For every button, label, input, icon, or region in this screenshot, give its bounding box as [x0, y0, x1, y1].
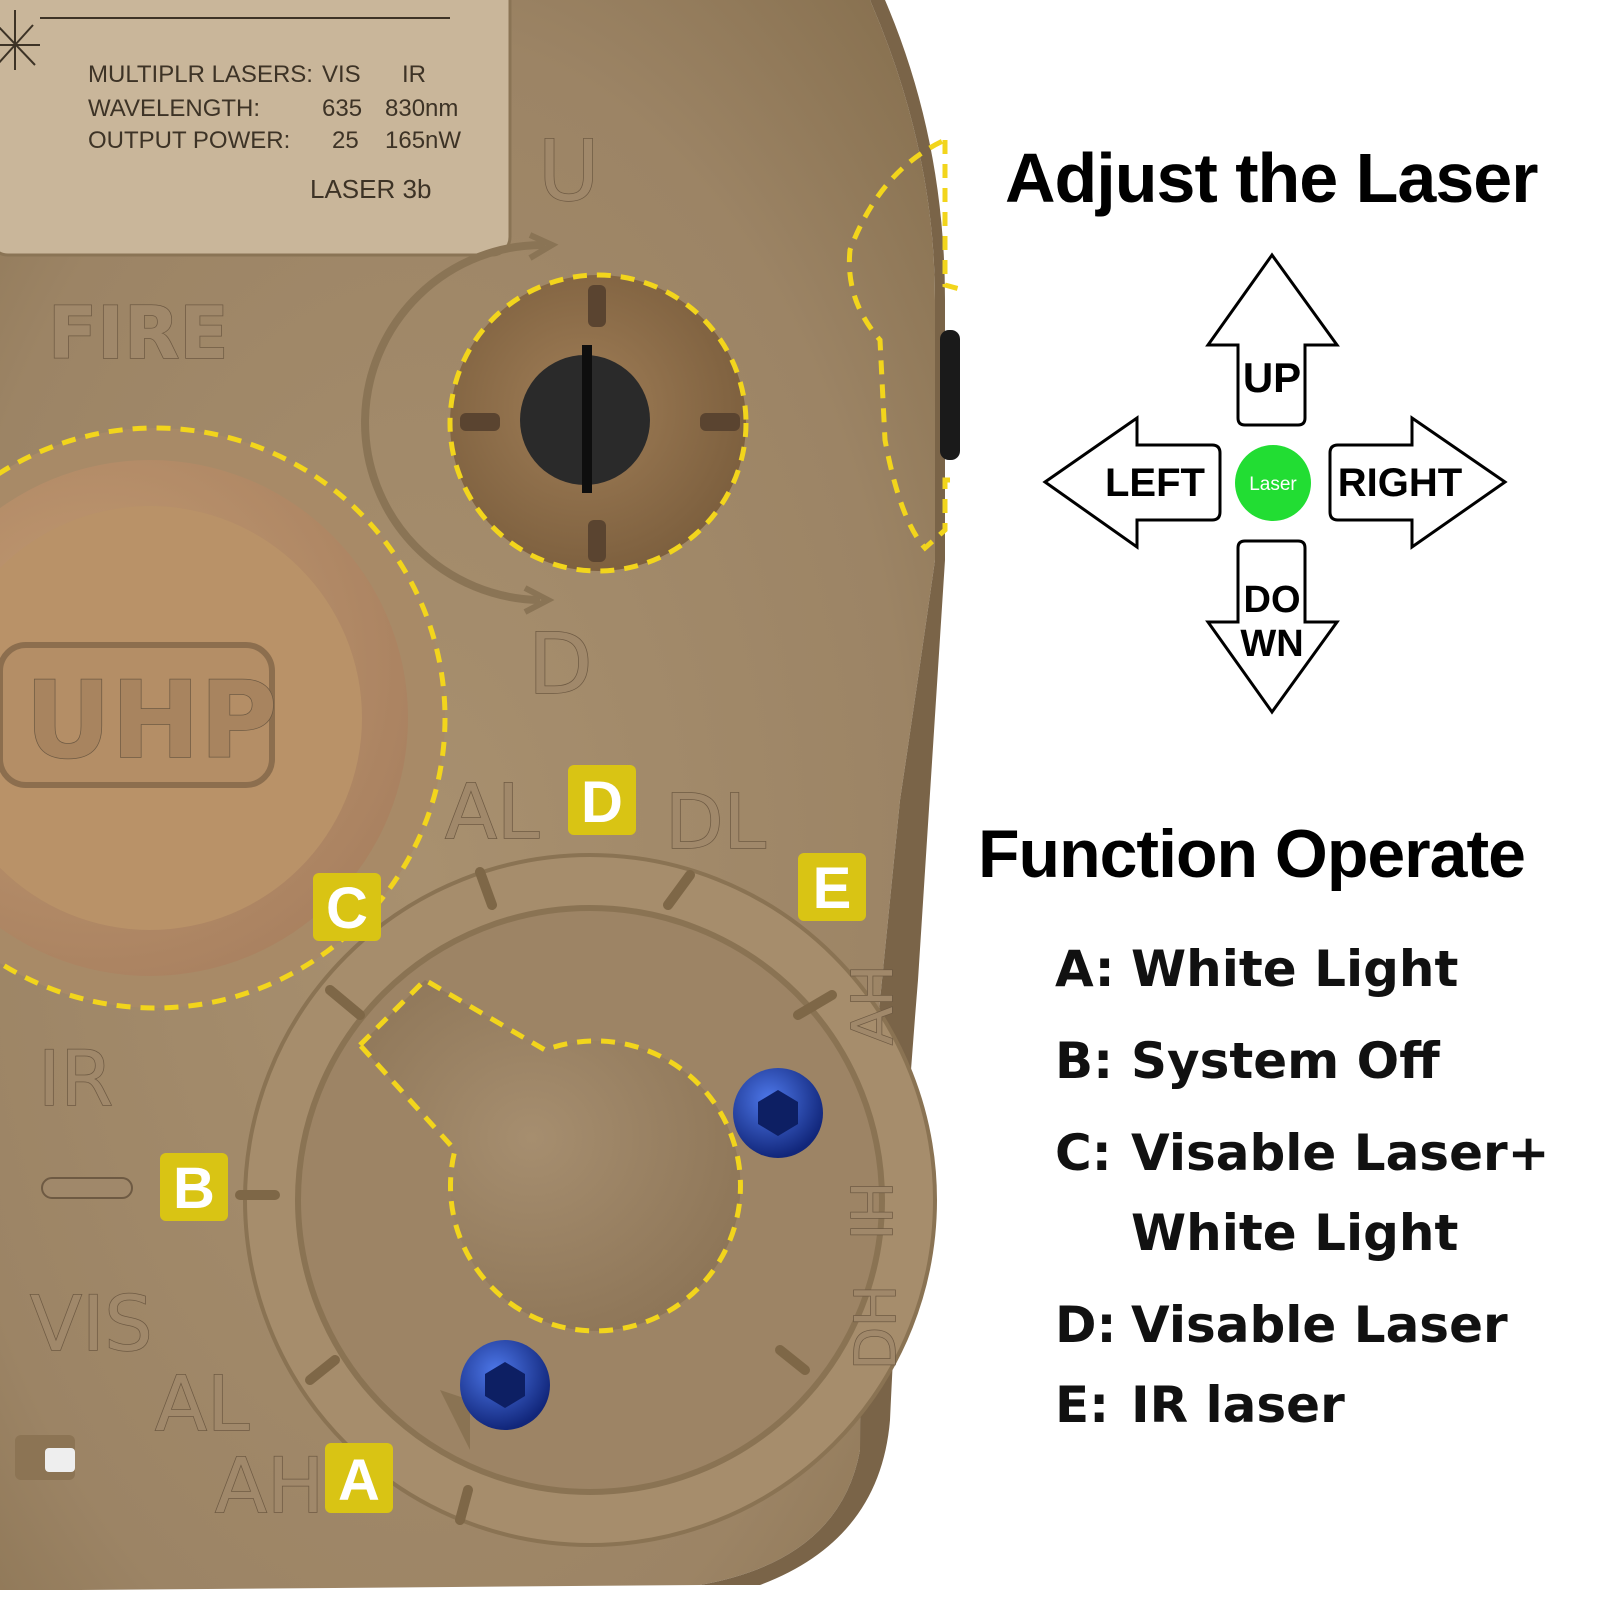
function-text: Visable Laser	[1131, 1296, 1508, 1354]
plate-lasers-vis: VIS	[322, 61, 361, 88]
ir-engraving: IR	[38, 1034, 113, 1123]
svg-text:B: B	[173, 1156, 215, 1221]
function-key: B:	[1055, 1032, 1114, 1090]
right-arrow-icon: RIGHT	[1328, 415, 1508, 550]
off-engraving	[41, 1177, 133, 1199]
plate-lasers-ir: IR	[402, 61, 426, 88]
function-item-c-continued: White Light	[1055, 1204, 1550, 1296]
marker-d: D	[568, 765, 636, 835]
plate-lasers-label: MULTIPLR LASERS:	[88, 61, 313, 88]
function-text: White Light	[1131, 940, 1459, 998]
function-item-a: A: White Light	[1055, 940, 1550, 1032]
left-label: LEFT	[1105, 461, 1205, 505]
selector-lever	[360, 980, 741, 1331]
up-arrow-icon: UP	[1205, 252, 1340, 427]
d-engraving: D	[528, 615, 593, 713]
function-item-e: E: IR laser	[1055, 1376, 1550, 1456]
adjust-laser-title: Adjust the Laser	[1005, 139, 1538, 217]
right-label: RIGHT	[1338, 461, 1462, 505]
fire-cap[interactable]: UHP	[0, 425, 448, 1011]
function-text: System Off	[1131, 1032, 1440, 1090]
down-arrow-icon: DO WN	[1205, 539, 1340, 715]
marker-a: A	[325, 1443, 393, 1513]
side-button-highlight	[846, 136, 960, 552]
function-text: White Light	[1131, 1204, 1459, 1262]
device-photo: MULTIPLR LASERS: VIS IR WAVELENGTH: 635 …	[0, 0, 960, 1590]
function-list: A: White Light B: System Off C: Visable Las…	[1055, 940, 1550, 1456]
function-text: IR laser	[1131, 1376, 1345, 1434]
svg-text:A: A	[338, 1448, 380, 1513]
fire-engraving: FIRE	[48, 291, 229, 375]
dl-engraving: DL	[665, 777, 766, 866]
plate-laser-class: LASER 3b	[310, 174, 431, 204]
dh-engraving: DH	[844, 1285, 909, 1370]
function-key: A:	[1055, 940, 1115, 998]
plate-power-ir: 165nW	[385, 127, 461, 154]
vis-engraving: VIS	[30, 1279, 153, 1368]
svg-text:E: E	[813, 856, 852, 921]
ah-bottom-engraving: AH	[215, 1441, 324, 1530]
svg-text:D: D	[581, 770, 623, 835]
plate-wavelength-vis: 635	[322, 95, 362, 122]
ih-engraving: IH	[841, 1181, 906, 1240]
marker-b: B	[160, 1153, 228, 1221]
function-key: C:	[1055, 1124, 1112, 1182]
screw-icon	[460, 1340, 550, 1430]
marker-c: C	[313, 873, 381, 941]
plate-wavelength-label: WAVELENGTH:	[88, 95, 260, 122]
uhp-engraving: UHP	[25, 659, 277, 782]
label-plate: MULTIPLR LASERS: VIS IR WAVELENGTH: 635 …	[0, 0, 512, 257]
screw-icon	[733, 1068, 823, 1158]
adjustment-turret[interactable]	[447, 272, 749, 574]
al-bottom-engraving: AL	[155, 1359, 249, 1448]
function-item-c: C: Visable Laser+	[1055, 1124, 1550, 1204]
function-key: D:	[1055, 1296, 1117, 1354]
function-text: Visable Laser+	[1131, 1124, 1550, 1182]
up-label: UP	[1243, 354, 1301, 401]
al-top-engraving: AL	[445, 767, 539, 856]
laser-dot-label: Laser	[1249, 474, 1297, 495]
u-engraving: U	[538, 122, 599, 220]
plate-power-label: OUTPUT POWER:	[88, 127, 290, 154]
svg-text:C: C	[326, 876, 368, 941]
laser-dot-icon	[1235, 445, 1311, 521]
function-item-d: D:Visable Laser	[1055, 1296, 1550, 1376]
plate-wavelength-ir: 830nm	[385, 95, 458, 122]
mode-selector-dial[interactable]	[235, 853, 937, 1547]
function-operate-title: Function Operate	[978, 816, 1526, 892]
ah-right-engraving: AH	[841, 965, 906, 1045]
side-button	[940, 330, 960, 460]
plate-power-vis: 25	[332, 127, 359, 154]
function-key: E:	[1055, 1376, 1110, 1434]
down-label-line2: WN	[1240, 623, 1303, 665]
down-label-line1: DO	[1244, 579, 1301, 621]
marker-e: E	[798, 853, 866, 921]
left-arrow-icon: LEFT	[1042, 415, 1222, 550]
function-item-b: B: System Off	[1055, 1032, 1550, 1124]
direction-arrows-diagram: UP LEFT RIGHT DO WN Laser	[1042, 252, 1508, 715]
